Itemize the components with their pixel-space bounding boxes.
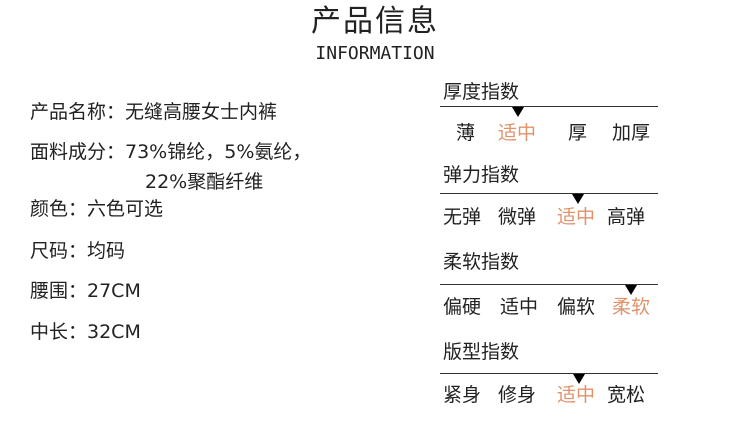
page-title: 产品信息 — [311, 4, 439, 39]
softness-index-marker — [625, 285, 637, 295]
thickness-option: 适中 — [498, 122, 537, 144]
page-subtitle: INFORMATION — [315, 43, 435, 64]
material-line-1: 面料成分：73%锦纶，5%氨纶， — [30, 141, 312, 163]
elasticity-option: 高弹 — [607, 206, 646, 228]
thickness-index-marker — [512, 107, 524, 117]
waist-info: 腰围：27CM — [30, 280, 141, 302]
fit-index-rule — [440, 373, 658, 374]
softness-option: 柔软 — [612, 296, 651, 318]
thickness-option: 厚 — [568, 122, 588, 144]
softness-option: 适中 — [500, 296, 539, 318]
fit-index-label: 版型指数 — [443, 341, 520, 363]
thickness-option: 加厚 — [612, 122, 651, 144]
softness-option: 偏软 — [557, 296, 596, 318]
fit-option: 宽松 — [607, 384, 646, 406]
fit-index-marker — [573, 374, 585, 384]
softness-option: 偏硬 — [443, 296, 482, 318]
fit-option: 修身 — [498, 384, 537, 406]
softness-index-rule — [440, 284, 658, 285]
color-info: 颜色：六色可选 — [30, 198, 164, 220]
thickness-option: 薄 — [456, 122, 476, 144]
material-line-2: 22%聚酯纤维 — [145, 171, 264, 193]
softness-index-label: 柔软指数 — [443, 251, 520, 273]
thickness-index-label: 厚度指数 — [443, 81, 520, 103]
elasticity-option: 适中 — [557, 206, 596, 228]
fit-option: 适中 — [557, 384, 596, 406]
length-info: 中长：32CM — [30, 321, 141, 343]
elasticity-option: 无弹 — [443, 206, 482, 228]
elasticity-index-rule — [440, 193, 658, 194]
elasticity-option: 微弹 — [498, 206, 537, 228]
fit-option: 紧身 — [443, 384, 482, 406]
size-info: 尺码：均码 — [30, 240, 126, 262]
elasticity-index-label: 弹力指数 — [443, 164, 520, 186]
product-name: 产品名称：无缝高腰女士内裤 — [30, 101, 278, 123]
thickness-index-rule — [440, 106, 658, 107]
elasticity-index-marker — [572, 194, 584, 204]
